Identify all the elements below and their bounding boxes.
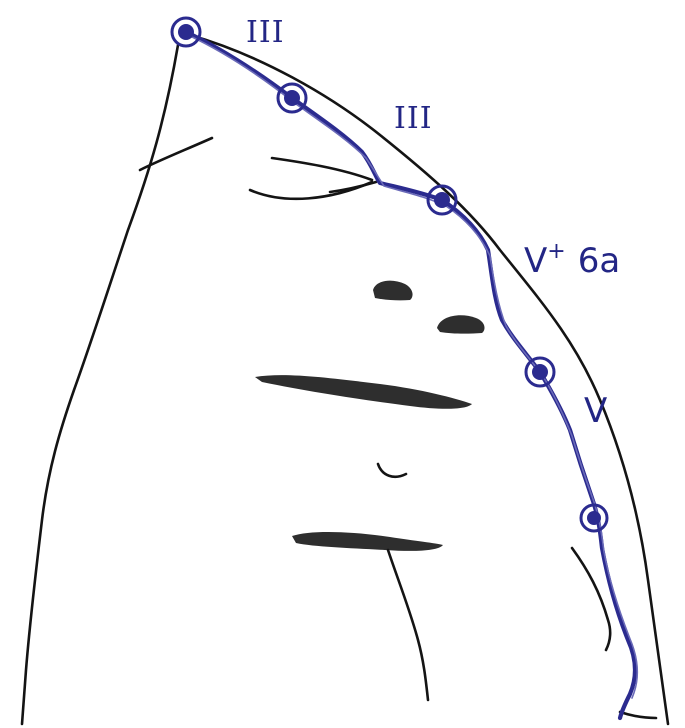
grade-label-pitch-3-alt: 6a xyxy=(578,241,620,281)
belay-station-4 xyxy=(526,358,554,386)
rock-crack-upper-left xyxy=(140,138,212,170)
rock-feature-ledge-lower xyxy=(292,532,443,551)
rock-crack-lower xyxy=(388,550,428,700)
rock-feature-hold-1 xyxy=(373,281,413,301)
belay-station-2 xyxy=(278,84,306,112)
rock-ledge-middle xyxy=(250,182,372,199)
rock-outline-left xyxy=(22,45,178,724)
grade-label-pitch-3: V+6a xyxy=(524,239,620,281)
rock-feature-nub xyxy=(378,464,406,477)
rock-feature-ledge-long xyxy=(255,375,472,409)
belay-station-1 xyxy=(172,18,200,46)
grade-label-pitch-3-sup: + xyxy=(547,239,565,264)
grade-label-pitch-2: III xyxy=(394,101,433,136)
rock-feature-hold-2 xyxy=(437,315,484,333)
grade-label-pitch-3-main: V xyxy=(524,241,547,281)
rock-base-stub xyxy=(620,712,656,718)
grade-label-pitch-4: V xyxy=(584,391,607,431)
grade-label-pitch-1: III xyxy=(246,15,285,50)
rock-ledge-upper xyxy=(272,158,372,180)
